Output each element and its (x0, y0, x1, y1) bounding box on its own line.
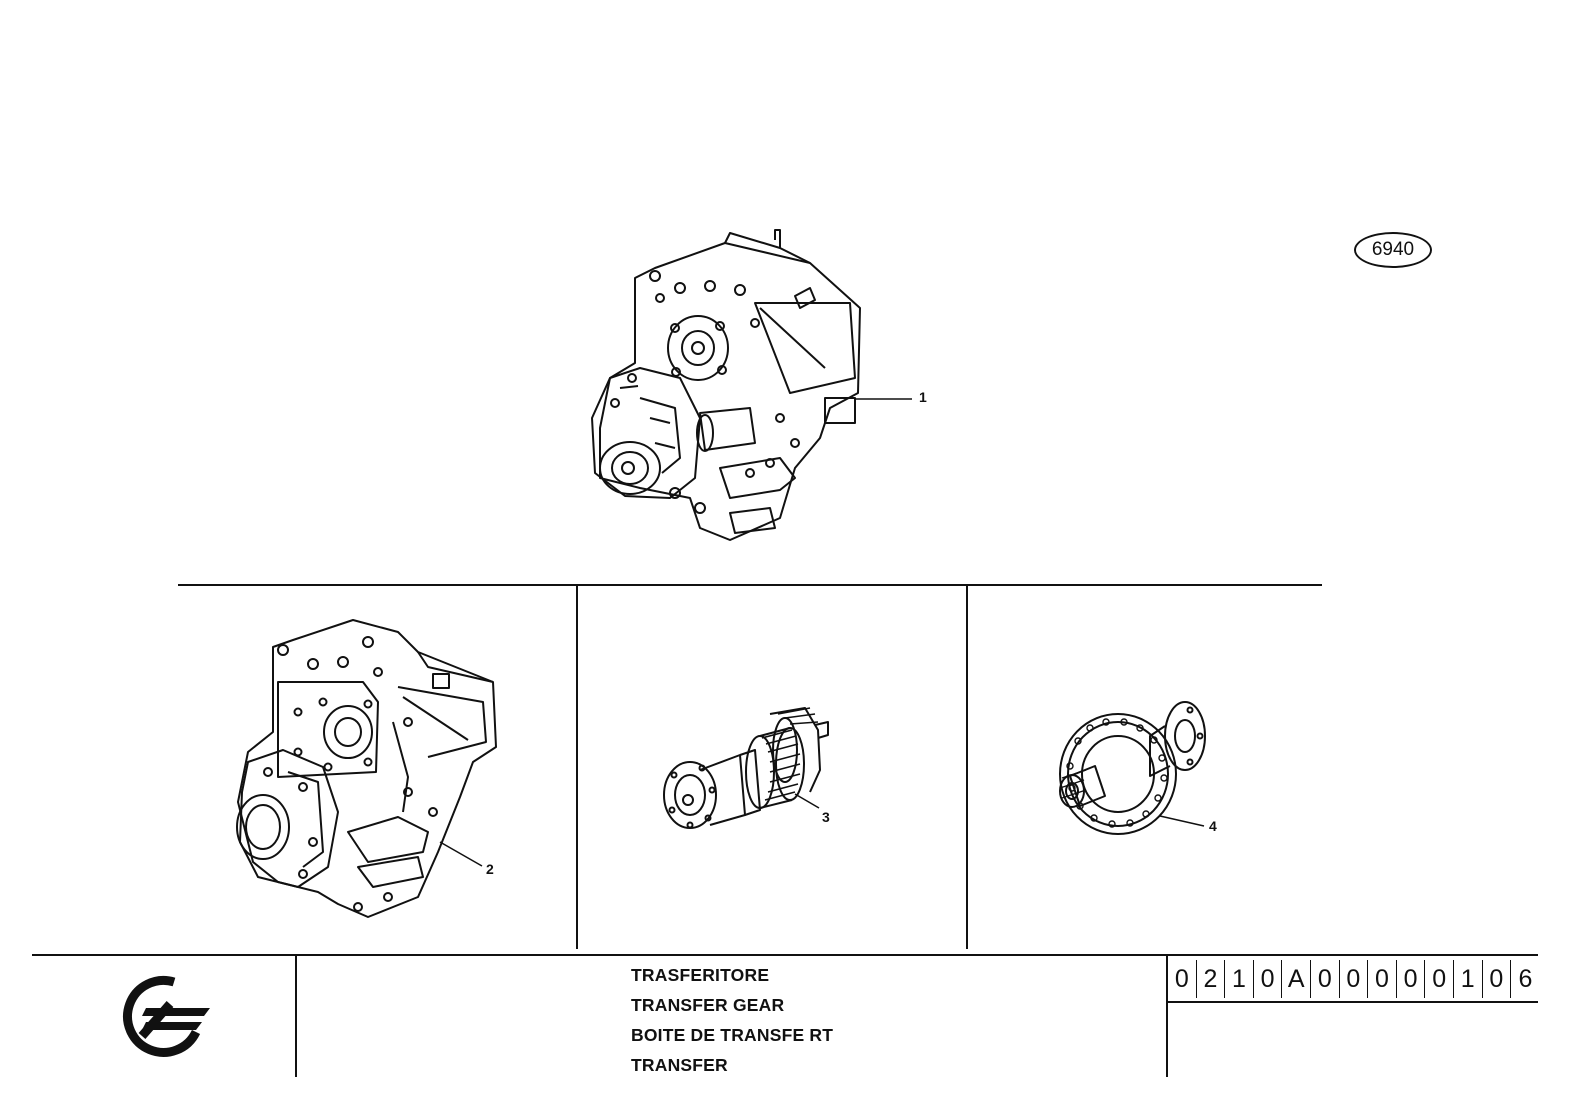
callout-leader-2 (439, 841, 483, 867)
panel-divider-left (576, 585, 578, 949)
code-digit: 0 (1368, 960, 1397, 998)
code-digit: A (1282, 960, 1311, 998)
differential-crown-icon (1059, 701, 1206, 835)
callout-3: 3 (822, 809, 830, 825)
code-box-bottom-rule (1168, 1001, 1538, 1003)
callout-leader-3 (794, 793, 820, 809)
code-digit: 0 (1311, 960, 1340, 998)
title-block-divider-code (1166, 956, 1168, 1077)
transfer-housing-icon (236, 619, 497, 918)
code-digit: 1 (1454, 960, 1483, 998)
code-digit: 0 (1254, 960, 1283, 998)
title-block-top-rule (32, 954, 1538, 956)
panel-top-rule (178, 584, 1322, 586)
title-italian: TRASFERITORE (631, 965, 770, 985)
code-digit: 6 (1518, 965, 1533, 993)
callout-leader-1 (856, 398, 912, 400)
code-digit: 0 (1340, 960, 1369, 998)
gear-shaft-icon (663, 707, 829, 829)
code-digit: 0 (1397, 960, 1426, 998)
callout-2: 2 (486, 861, 494, 877)
drawing-code: 0 2 1 0 A 0 0 0 0 0 1 0 6 (1168, 960, 1540, 998)
callout-leader-4 (1159, 815, 1205, 827)
title-block-divider-logo (295, 956, 297, 1077)
title-german: TRANSFER (631, 1055, 728, 1075)
title-english: TRANSFER GEAR (631, 995, 785, 1015)
callout-4: 4 (1209, 818, 1217, 834)
title-lines: TRASFERITORE TRANSFER GEAR BOITE DE TRAN… (631, 963, 833, 1083)
panel-divider-right (966, 585, 968, 949)
code-digit: 2 (1197, 960, 1226, 998)
title-french: BOITE DE TRANSFE RT (631, 1025, 834, 1045)
code-digit: 0 (1483, 960, 1512, 998)
code-digit: 1 (1225, 960, 1254, 998)
figure-number-badge: 6940 (1354, 232, 1432, 268)
callout-1: 1 (919, 389, 927, 405)
transfer-gear-assembly-icon (591, 229, 861, 541)
code-digit: 0 (1425, 960, 1454, 998)
manufacturer-logo-icon (123, 975, 210, 1057)
code-digit: 0 (1168, 960, 1197, 998)
